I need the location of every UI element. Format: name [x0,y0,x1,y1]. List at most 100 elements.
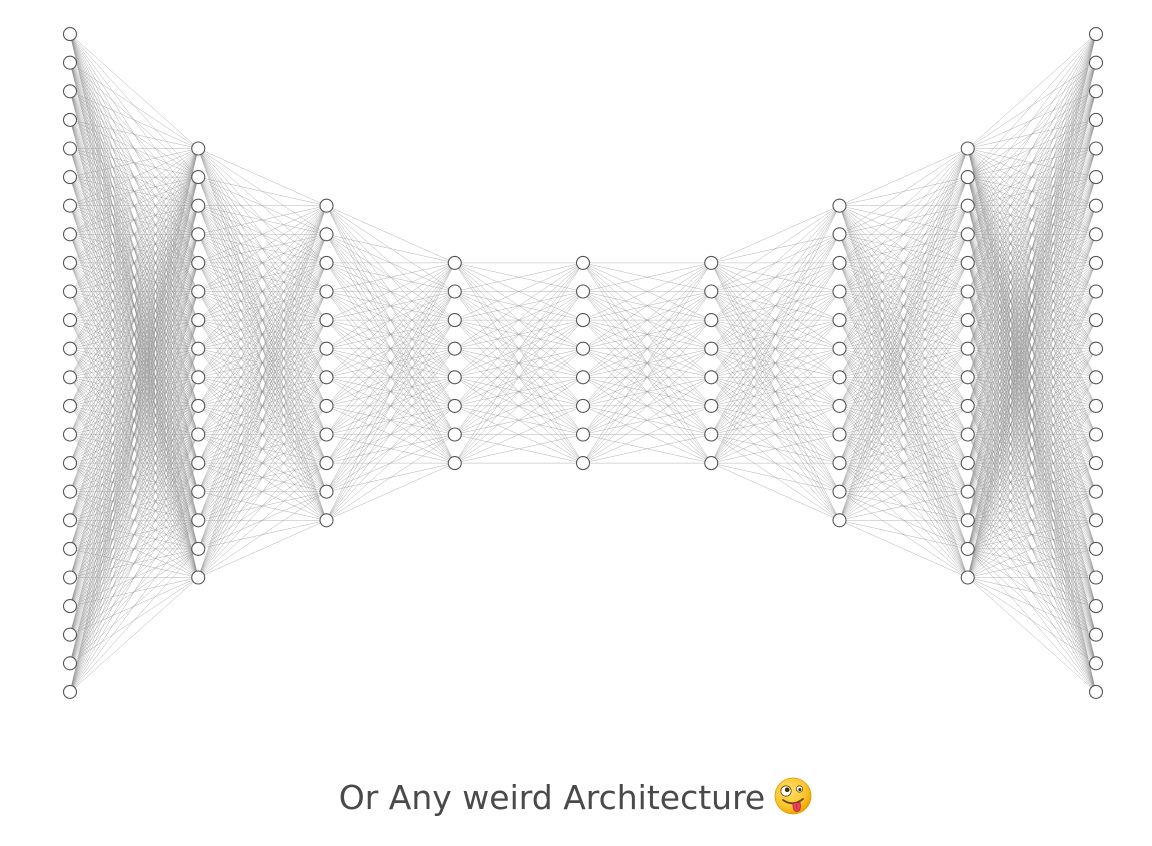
connection-edge [839,520,968,550]
neuron-node [191,341,206,356]
connection-edge [69,548,199,693]
connection-edge [582,291,712,464]
connection-edge [967,33,1097,149]
neuron-node [575,313,591,328]
connection-edge [967,119,1097,578]
neuron-node [1088,656,1104,671]
connection-edge [69,177,199,692]
neuron-node [1088,341,1104,356]
connection-edge [326,262,455,521]
connection-edge [711,205,840,349]
connection-edge [198,205,327,264]
neuron-node [62,484,78,499]
neuron-node [832,198,847,213]
connection-edge [582,262,712,349]
connection-edge [711,205,840,264]
connection-edge [711,205,840,378]
connection-edge [967,577,1097,664]
neuron-node [1088,112,1104,127]
connection-edge [69,148,199,178]
connection-edge [69,377,199,692]
connection-edge [582,262,712,292]
neuron-node [1088,513,1104,528]
neuron-node [62,570,78,585]
neuron-node [319,370,334,385]
neuron-node [960,456,975,471]
connection-edge [839,148,968,321]
connection-edge [69,148,199,235]
neuron-node [319,398,334,413]
connection-edge [839,148,968,292]
neuron-node [447,398,462,413]
connection-edge [582,377,712,464]
connection-edge [967,205,1097,578]
connection-edge [198,291,327,578]
connection-edge [967,348,1097,578]
connection-edge [582,348,712,464]
connection-edge [839,148,968,492]
neuron-node [62,370,78,385]
neuron-node [62,398,78,413]
connection-edge [967,520,1097,578]
neuron-node [319,255,334,270]
connection-edge [326,262,455,292]
neuron-node [575,456,591,471]
connection-edge [69,148,199,378]
neuron-node [704,313,719,328]
neuron-node [191,456,206,471]
connection-edge [69,91,199,149]
neuron-node [62,284,78,299]
neuron-node [960,313,975,328]
connection-edge [198,205,327,292]
neuron-node [447,370,462,385]
connection-edge [69,148,199,206]
connection-edge [326,319,455,521]
neuron-node [62,656,78,671]
connection-edge [326,405,455,521]
connection-edge [69,148,199,578]
neuron-node [1088,284,1104,299]
neuron-node [960,141,975,156]
connection-edge [69,577,199,693]
connection-edge [69,148,199,435]
neuron-node [319,513,334,528]
neuron-node [832,370,847,385]
neuron-node [62,313,78,328]
connection-edge [454,319,584,464]
neuron-node [832,513,847,528]
connection-edge [198,176,327,206]
connection-edge [69,148,199,521]
connection-edge [198,377,327,578]
connection-edge [326,262,455,435]
neuron-node [1088,484,1104,499]
neuron-node [191,398,206,413]
neuron-node [575,370,591,385]
connection-edge [69,148,199,321]
connection-edge [839,262,968,521]
neuron-node [447,313,462,328]
connection-edge [967,148,1097,578]
connection-edge [967,34,1097,406]
neuron-node [62,55,78,70]
neuron-node [62,198,78,213]
neuron-node [191,570,206,585]
neuron-node [62,599,78,614]
neuron-node [191,513,206,528]
connection-edge [69,520,199,693]
connection-edge [967,91,1097,578]
connection-edge [454,348,584,464]
connection-edge [454,262,584,407]
neuron-node [191,484,206,499]
connection-edge [69,33,199,149]
neuron-node [1088,370,1104,385]
connection-edge [326,234,455,264]
neuron-node [960,341,975,356]
connection-edge [967,34,1097,578]
neuron-node [191,427,206,442]
neuron-node [319,227,334,242]
connection-edge [198,405,327,578]
neuron-node [960,541,975,556]
connection-edge [839,405,968,521]
neuron-node [191,313,206,328]
connection-edge [839,491,968,521]
